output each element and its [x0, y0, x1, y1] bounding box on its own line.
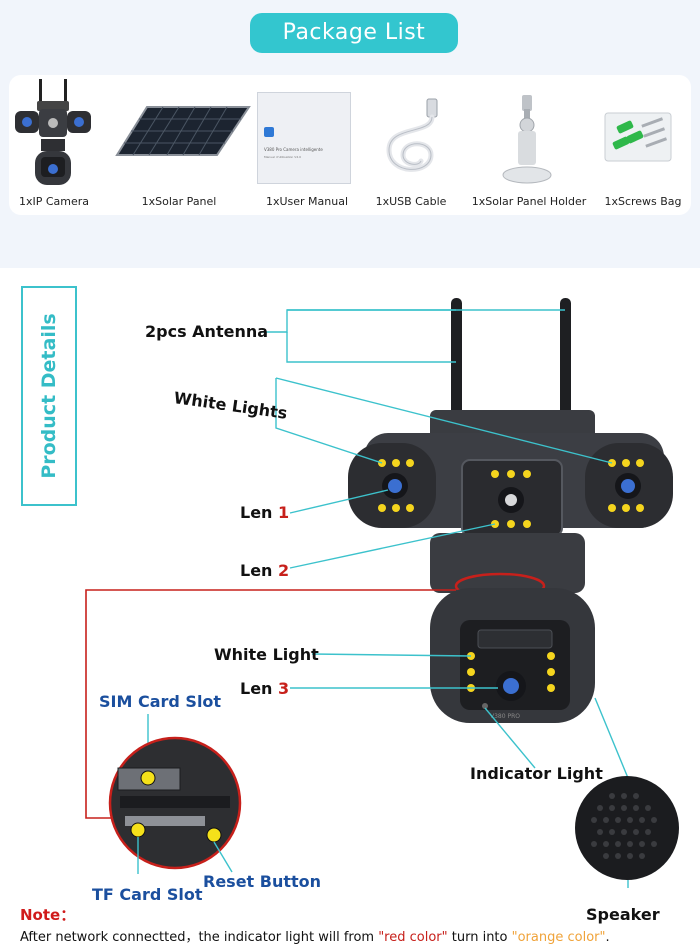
speaker-grille [575, 776, 679, 880]
package-item-panel-holder: 1xSolar Panel Holder [464, 75, 594, 215]
package-item-label: 1xSolar Panel Holder [471, 195, 587, 208]
ip-camera-icon [15, 79, 91, 185]
speaker-label: Speaker [586, 905, 660, 924]
indicator-light-label: Indicator Light [470, 764, 603, 783]
sim-slot-marker [140, 770, 156, 786]
white-light-label: White Light [214, 645, 319, 664]
package-list-title: Package List [250, 13, 458, 53]
package-item-usb-cable: 1xUSB Cable [369, 75, 459, 215]
rotation-neck [430, 533, 585, 593]
len3-label: Len 3 [240, 679, 290, 698]
solar-panel-icon [115, 106, 251, 156]
sim-slot-label: SIM Card Slot [99, 692, 222, 711]
package-item-label: 1xScrews Bag [604, 195, 682, 208]
indicator-light-dot [482, 703, 488, 709]
reset-button-label: Reset Button [203, 872, 322, 891]
right-lens-leds [608, 459, 644, 512]
panel-holder-icon [502, 95, 552, 184]
camera-diagram: V380 PRO [85, 298, 679, 888]
camera-branding: V380 PRO [490, 713, 520, 720]
package-item-solar-panel: 1xSolar Panel [109, 75, 251, 215]
package-item-label: 1xUSB Cable [375, 195, 447, 208]
package-items-card: 1xIP Camera 1xSolar Panel V380 Pro Camer… [9, 75, 691, 215]
len1-label: Len 1 [240, 503, 290, 522]
package-item-user-manual: V380 Pro Camera intelligente Manuel d'ut… [249, 75, 359, 215]
indicator-connector-line [85, 589, 456, 819]
callout-lines [147, 309, 629, 888]
tf-slot-marker [130, 822, 146, 838]
lower-leds [467, 652, 555, 692]
manual-logo-icon [264, 127, 274, 137]
manual-cover-subtitle: Manuel d'utilisation V2.0 [264, 155, 302, 159]
center-lens-leds [491, 470, 531, 528]
note-text: After network connectted，the indicator l… [20, 930, 610, 945]
user-manual-icon: V380 Pro Camera intelligente Manuel d'ut… [257, 92, 351, 184]
tf-slot-label: TF Card Slot [92, 885, 203, 904]
package-item-screws-bag: 1xScrews Bag [597, 75, 689, 215]
note-title: Note： [20, 906, 76, 924]
antenna-right [560, 298, 571, 433]
len2-label: Len 2 [240, 561, 290, 580]
antenna-left [451, 298, 462, 433]
usb-cable-icon [386, 98, 438, 172]
package-item-label: 1xUser Manual [265, 195, 349, 208]
package-item-ip-camera: 1xIP Camera [9, 75, 99, 215]
reset-button-marker [206, 827, 222, 843]
left-lens-leds [378, 459, 414, 512]
antenna-label: 2pcs Antenna [145, 322, 269, 341]
screws-bag-icon [604, 112, 672, 162]
package-item-label: 1xSolar Panel [141, 195, 217, 208]
product-details-tab: Product Details [21, 286, 77, 506]
package-item-label: 1xIP Camera [18, 195, 90, 208]
manual-cover-title: V380 Pro Camera intelligente [264, 147, 323, 152]
